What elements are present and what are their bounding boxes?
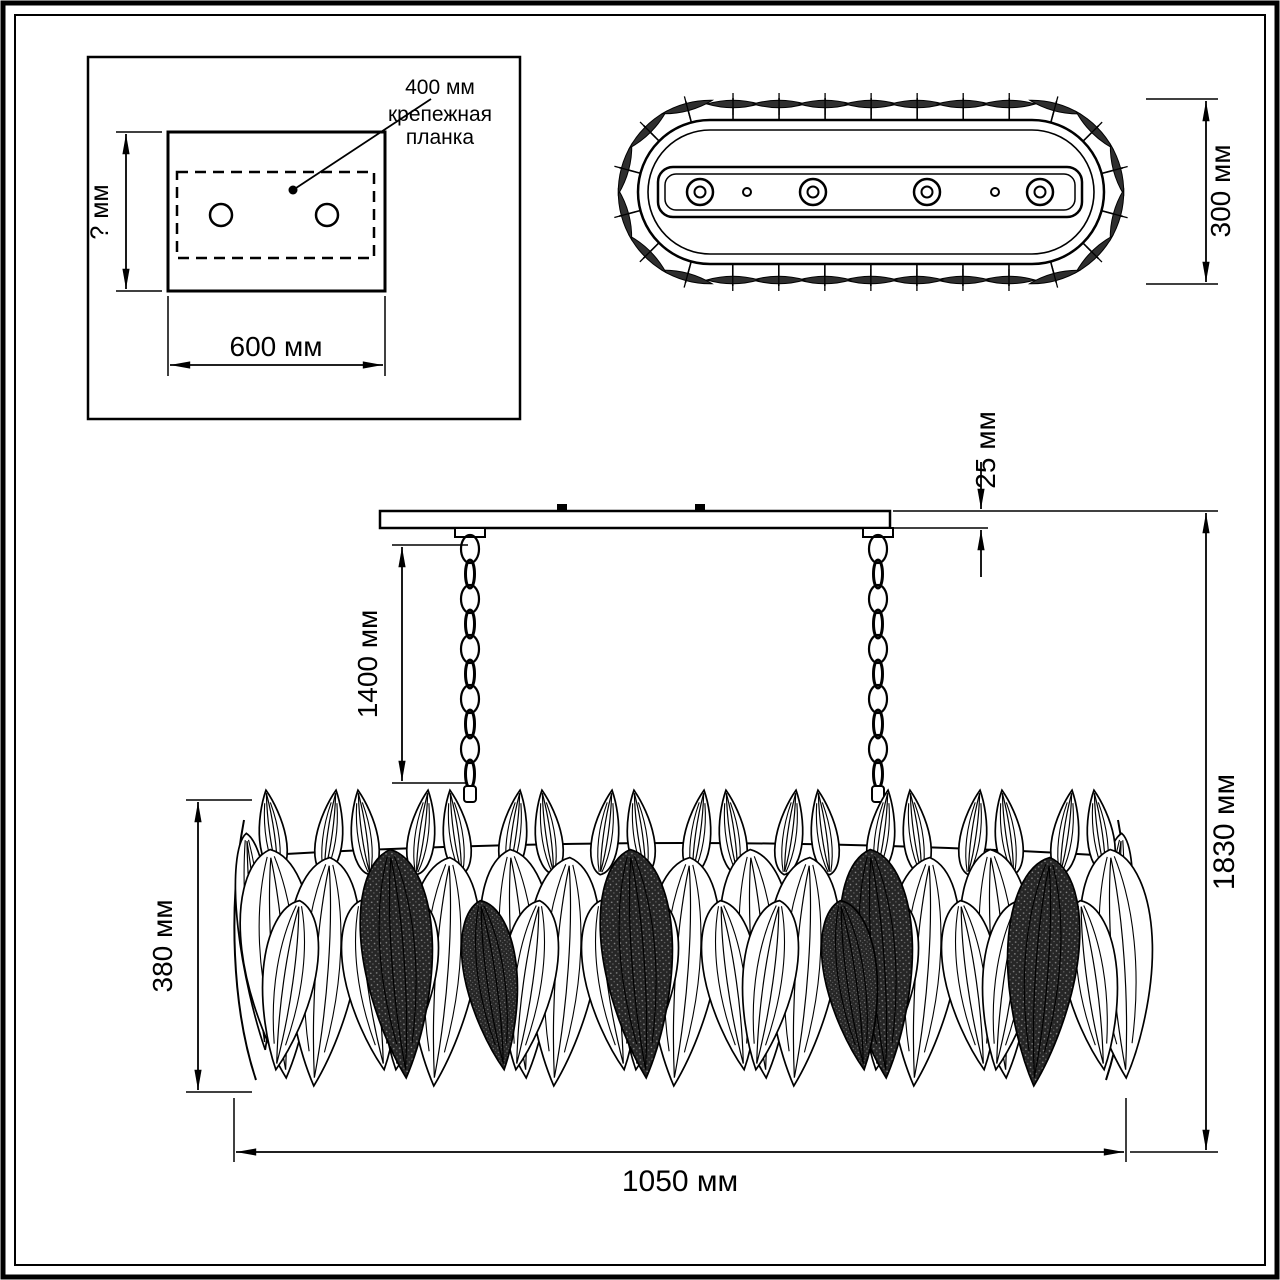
lamp-socket-4-center <box>1033 185 1047 199</box>
lamp-socket-3-center <box>920 185 934 199</box>
mount-bar-caption-line1: крепежная <box>388 103 492 126</box>
lamp-socket-2-center <box>806 185 820 199</box>
top-view-inner-rim <box>647 129 1095 255</box>
chain-length-label: 1400 мм <box>352 610 383 719</box>
canopy-right <box>862 527 894 538</box>
canopy-height-label: 25 мм <box>970 411 1001 488</box>
plate-height-label: ? мм <box>86 184 114 239</box>
lamp-socket-1-center <box>693 185 707 199</box>
bar-screw-left <box>742 187 752 197</box>
front-view: 25 мм 1400 мм 380 мм 1050 мм 1830 мм <box>147 411 1241 1198</box>
mount-bar-caption-line2: планка <box>406 126 475 149</box>
top-view-mount-bar-inner <box>664 173 1076 211</box>
plate-screw-right <box>695 504 705 511</box>
panel-border <box>86 55 522 421</box>
mounting-hole-left <box>208 202 234 228</box>
top-view-depth-label: 300 мм <box>1205 145 1236 238</box>
mounting-hole-right <box>314 202 340 228</box>
mounting-bar-dashed-outline <box>175 170 376 260</box>
dim-canopy-height <box>893 462 1218 577</box>
dim-shade-width <box>233 1098 1127 1162</box>
callout-leader-line <box>292 98 432 191</box>
canopy-left <box>454 527 486 538</box>
dim-top-view-depth <box>1146 98 1218 285</box>
dim-plate-width <box>167 296 386 376</box>
shade-width-label: 1050 мм <box>622 1165 738 1198</box>
dim-plate-height <box>116 131 162 292</box>
overall-height-label: 1830 мм <box>1208 774 1241 890</box>
bar-screw-right <box>990 187 1000 197</box>
top-view: 300 мм <box>614 93 1236 291</box>
plate-screw-left <box>557 504 567 511</box>
inner-frame <box>14 14 1266 1266</box>
chandelier-leaves <box>228 787 1163 1090</box>
dim-chain-length <box>392 544 468 784</box>
mounting-plate-panel: 400 мм крепежная планка ? мм 600 мм <box>86 55 522 421</box>
mounting-plate-outline <box>166 130 387 293</box>
ceiling-plate <box>378 509 892 530</box>
dim-overall-height <box>1130 513 1218 1153</box>
mount-bar-width-label: 400 мм <box>405 76 475 99</box>
top-view-mount-bar <box>656 165 1084 219</box>
chain-connector-right <box>871 785 885 803</box>
plate-width-label: 600 мм <box>230 331 323 362</box>
chain-connector-left <box>463 785 477 803</box>
dim-shade-height <box>186 799 252 1093</box>
shade-height-label: 380 мм <box>147 900 178 993</box>
chains <box>459 533 889 790</box>
